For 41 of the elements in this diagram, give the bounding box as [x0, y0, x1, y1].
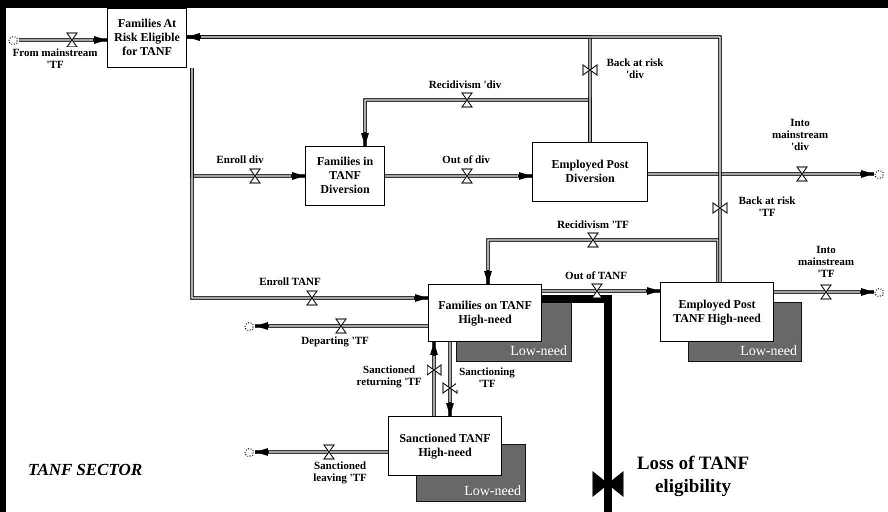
flow-pipe	[385, 172, 532, 180]
stock-box	[305, 146, 385, 206]
flow-pipe	[446, 342, 454, 416]
low-need-stock-box	[416, 476, 526, 502]
flow-pipe	[430, 342, 438, 416]
flow-pipe	[484, 238, 720, 284]
flow-pipe	[190, 68, 428, 302]
low-need-label: Low-need	[464, 484, 521, 500]
flow-label: Out of div	[441, 154, 491, 166]
sector-title: TANF SECTOR	[28, 460, 142, 480]
low-need-stock-box	[456, 342, 572, 362]
stock-label: Families At Risk Eligible for TANF	[113, 17, 181, 59]
cloud-icon	[244, 447, 255, 458]
stock-box	[388, 416, 502, 476]
flow-label: Sanctioning 'TF	[456, 366, 518, 390]
stock-label: Employed Post Diversion	[550, 158, 630, 186]
cloud-icon	[874, 169, 885, 180]
stock-box	[532, 142, 648, 202]
flow-pipe	[542, 287, 660, 295]
low-need-label: Low-need	[510, 344, 567, 360]
stock-box	[107, 8, 187, 68]
low-need-label: Low-need	[740, 344, 797, 360]
flow-label: Enroll TANF	[258, 276, 322, 288]
stock-label: Sanctioned TANF High-need	[398, 432, 492, 460]
flow-pipe	[255, 448, 388, 456]
flow-pipe	[774, 288, 874, 296]
stock-label: Employed Post TANF High-need	[672, 298, 762, 326]
cloud-icon	[874, 287, 885, 298]
outflow-pipe	[542, 295, 612, 512]
stock-label: Families in TANF Diversion	[316, 155, 374, 197]
stock-box	[428, 284, 542, 342]
stock-box	[660, 282, 774, 342]
flow-pipe	[255, 322, 428, 330]
flow-pipe	[648, 170, 874, 178]
cloud-icon	[8, 35, 19, 46]
flow-pipe	[187, 33, 722, 282]
flow-label: Enroll div	[215, 154, 265, 166]
cloud-icon	[244, 321, 255, 332]
stock-label: Families on TANF High-need	[437, 299, 533, 327]
low-need-stock-box	[688, 342, 802, 362]
flow-pipe	[19, 36, 107, 44]
